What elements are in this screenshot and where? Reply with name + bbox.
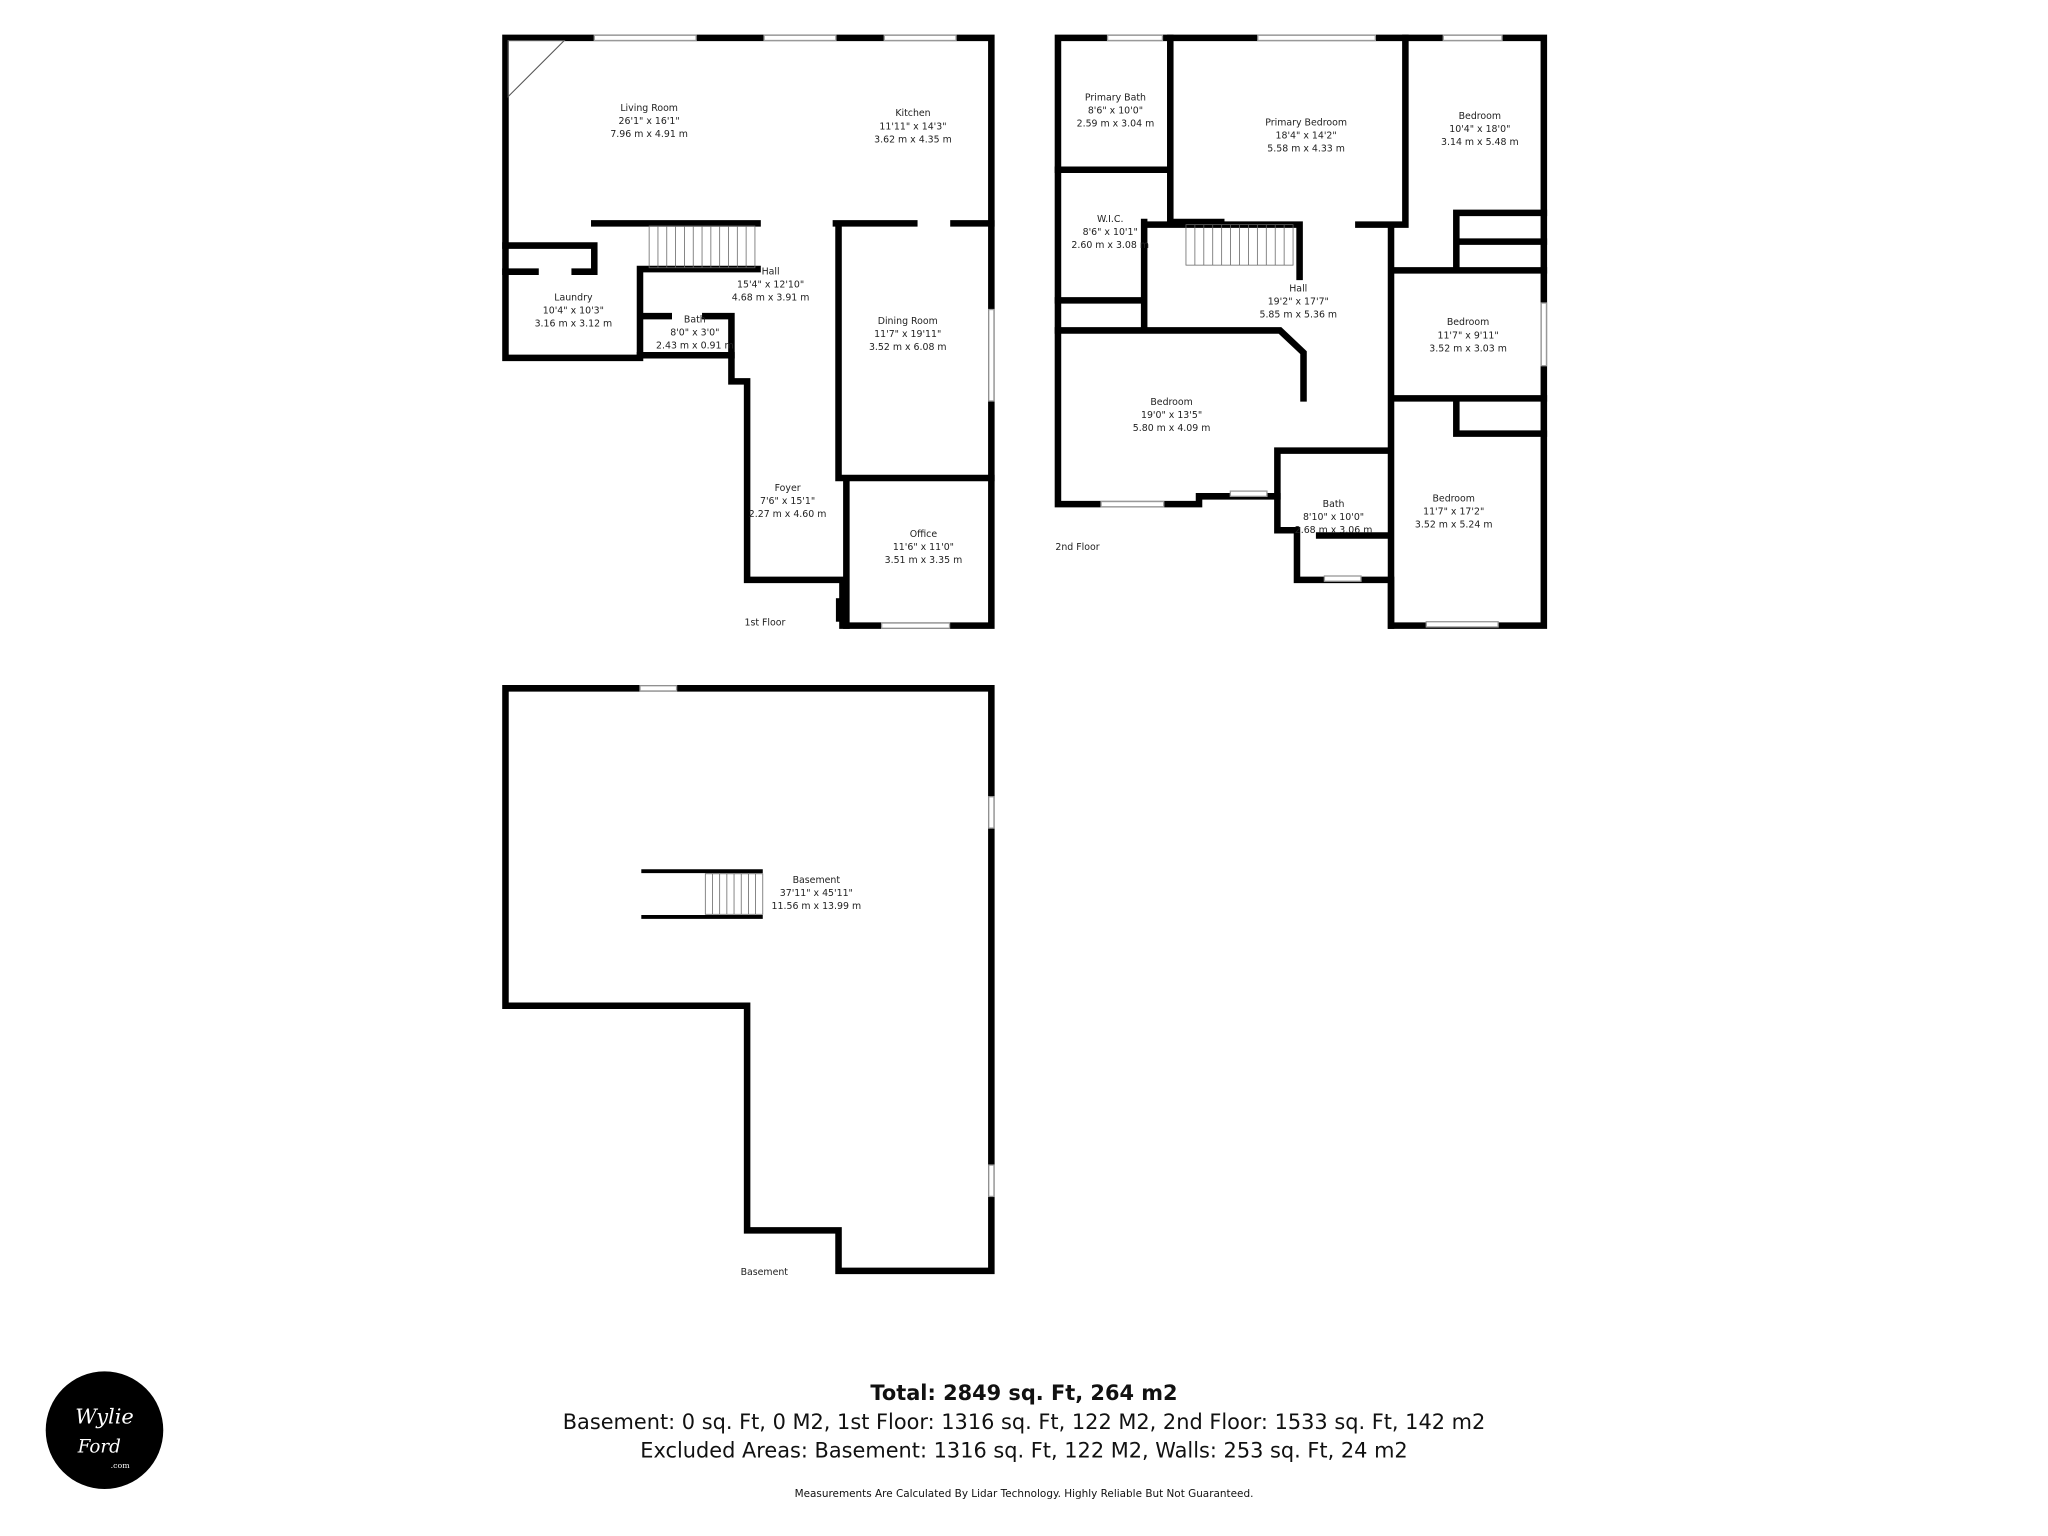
room-label: Living Room 26'1" x 16'1" 7.96 m x 4.91 m — [610, 103, 688, 140]
room-imperial: 19'2" x 17'7" — [1268, 296, 1329, 307]
floor-area-breakdown: Basement: 0 sq. Ft, 0 M2, 1st Floor: 131… — [563, 1410, 1486, 1434]
room-name: Primary Bath — [1085, 93, 1146, 104]
room-imperial: 10'4" x 10'3" — [543, 305, 604, 316]
room-label: Bath 8'10" x 10'0" 2.68 m x 3.06 m — [1295, 499, 1373, 536]
basement-stair-rails — [641, 869, 763, 919]
room-metric: 5.80 m x 4.09 m — [1133, 423, 1211, 434]
room-metric: 3.16 m x 3.12 m — [535, 319, 613, 330]
total-area: Total: 2849 sq. Ft, 264 m2 — [870, 1381, 1177, 1405]
svg-text:Wylie: Wylie — [75, 1405, 134, 1429]
basement-stairs — [704, 873, 764, 915]
first-floor-plan — [502, 34, 995, 629]
entry-closet — [835, 598, 847, 622]
room-name: Foyer — [775, 483, 801, 494]
room-metric: 3.51 m x 3.35 m — [885, 555, 963, 566]
room-imperial: 18'4" x 14'2" — [1276, 130, 1337, 141]
first-floor-windows — [593, 34, 995, 629]
room-metric: 3.52 m x 5.24 m — [1415, 520, 1493, 531]
room-label: Dining Room 11'7" x 19'11" 3.52 m x 6.08 m — [869, 316, 947, 353]
room-name: Bedroom — [1447, 317, 1489, 328]
room-name: Bath — [684, 315, 706, 326]
room-imperial: 10'4" x 18'0" — [1449, 124, 1510, 135]
room-label: Bedroom 19'0" x 13'5" 5.80 m x 4.09 m — [1133, 397, 1211, 434]
floor-label-second: 2nd Floor — [1055, 542, 1099, 553]
room-metric: 7.96 m x 4.91 m — [610, 129, 688, 140]
room-imperial: 37'11" x 45'11" — [780, 888, 853, 899]
room-label: Kitchen 11'11" x 14'3" 3.62 m x 4.35 m — [874, 108, 952, 145]
room-name: Dining Room — [878, 316, 938, 327]
room-metric: 5.58 m x 4.33 m — [1267, 144, 1345, 155]
room-imperial: 11'7" x 17'2" — [1423, 507, 1484, 518]
room-metric: 3.52 m x 3.03 m — [1429, 343, 1507, 354]
room-label: Hall 19'2" x 17'7" 5.85 m x 5.36 m — [1259, 283, 1337, 320]
room-imperial: 11'7" x 19'11" — [874, 329, 941, 340]
room-metric: 3.52 m x 6.08 m — [869, 342, 947, 353]
room-label: W.I.C. 8'6" x 10'1" 2.60 m x 3.08 m — [1071, 214, 1149, 251]
room-name: Primary Bedroom — [1265, 117, 1347, 128]
floor-label-basement: Basement — [741, 1267, 789, 1278]
second-floor-outer-walls — [1054, 34, 1548, 629]
room-imperial: 7'6" x 15'1" — [760, 496, 815, 507]
room-label: Laundry 10'4" x 10'3" 3.16 m x 3.12 m — [535, 292, 613, 329]
room-name: Hall — [762, 266, 780, 277]
room-labels: Living Room 26'1" x 16'1" 7.96 m x 4.91 m K… — [535, 93, 1519, 912]
wylie-ford-logo: Wylie Ford .com — [45, 1371, 164, 1489]
room-metric: 2.59 m x 3.04 m — [1077, 119, 1155, 130]
room-metric: 11.56 m x 13.99 m — [772, 901, 862, 912]
room-imperial: 11'6" x 11'0" — [893, 542, 954, 553]
disclaimer: Measurements Are Calculated By Lidar Tec… — [795, 1488, 1254, 1500]
room-metric: 2.68 m x 3.06 m — [1295, 525, 1373, 536]
room-name: Laundry — [554, 292, 593, 303]
room-metric: 2.27 m x 4.60 m — [749, 509, 827, 520]
room-imperial: 8'6" x 10'1" — [1083, 227, 1138, 238]
room-label: Office 11'6" x 11'0" 3.51 m x 3.35 m — [885, 529, 963, 566]
fireplace-icon — [507, 39, 566, 98]
second-floor-windows — [1100, 34, 1548, 628]
room-imperial: 26'1" x 16'1" — [619, 116, 680, 127]
room-name: Bedroom — [1150, 397, 1192, 408]
basement-outer-walls — [502, 685, 995, 1275]
excluded-areas: Excluded Areas: Basement: 1316 sq. Ft, 1… — [640, 1439, 1407, 1463]
room-label: Bath 8'0" x 3'0" 2.43 m x 0.91 m — [656, 315, 734, 352]
room-name: Office — [910, 529, 938, 540]
room-metric: 3.14 m x 5.48 m — [1441, 137, 1519, 148]
room-imperial: 11'11" x 14'3" — [879, 121, 946, 132]
room-label: Bedroom 10'4" x 18'0" 3.14 m x 5.48 m — [1441, 111, 1519, 148]
room-name: Bedroom — [1432, 494, 1474, 505]
room-label: Bedroom 11'7" x 17'2" 3.52 m x 5.24 m — [1415, 494, 1493, 531]
basement-plan — [502, 685, 995, 1275]
room-name: W.I.C. — [1097, 214, 1124, 225]
floor-label-first: 1st Floor — [744, 618, 785, 629]
room-label: Hall 15'4" x 12'10" 4.68 m x 3.91 m — [732, 266, 810, 303]
room-imperial: 8'6" x 10'0" — [1088, 106, 1143, 117]
room-imperial: 19'0" x 13'5" — [1141, 410, 1202, 421]
room-metric: 2.60 m x 3.08 m — [1071, 240, 1149, 251]
room-label: Bedroom 11'7" x 9'11" 3.52 m x 3.03 m — [1429, 317, 1507, 354]
room-name: Basement — [793, 875, 841, 886]
room-imperial: 11'7" x 9'11" — [1437, 330, 1498, 341]
room-label: Foyer 7'6" x 15'1" 2.27 m x 4.60 m — [749, 483, 827, 520]
room-name: Bath — [1323, 499, 1345, 510]
svg-text:Ford: Ford — [77, 1436, 121, 1457]
room-name: Hall — [1289, 283, 1307, 294]
svg-text:.com: .com — [111, 1461, 131, 1470]
room-name: Bedroom — [1459, 111, 1501, 122]
first-floor-stairs — [648, 225, 756, 269]
room-imperial: 8'10" x 10'0" — [1303, 512, 1364, 523]
room-metric: 3.62 m x 4.35 m — [874, 134, 952, 145]
room-label: Primary Bedroom 18'4" x 14'2" 5.58 m x 4.3… — [1265, 117, 1347, 154]
room-metric: 4.68 m x 3.91 m — [732, 292, 810, 303]
room-imperial: 15'4" x 12'10" — [737, 279, 804, 290]
room-label: Primary Bath 8'6" x 10'0" 2.59 m x 3.04 m — [1077, 93, 1155, 130]
room-name: Kitchen — [895, 108, 930, 119]
room-imperial: 8'0" x 3'0" — [670, 328, 719, 339]
first-floor-interior-walls — [502, 220, 995, 629]
room-label: Basement 37'11" x 45'11" 11.56 m x 13.99 m — [772, 875, 862, 912]
room-metric: 5.85 m x 5.36 m — [1259, 309, 1337, 320]
room-metric: 2.43 m x 0.91 m — [656, 341, 734, 352]
second-floor-plan — [1054, 34, 1548, 629]
room-name: Living Room — [620, 103, 678, 114]
second-floor-stairs — [1185, 224, 1294, 266]
